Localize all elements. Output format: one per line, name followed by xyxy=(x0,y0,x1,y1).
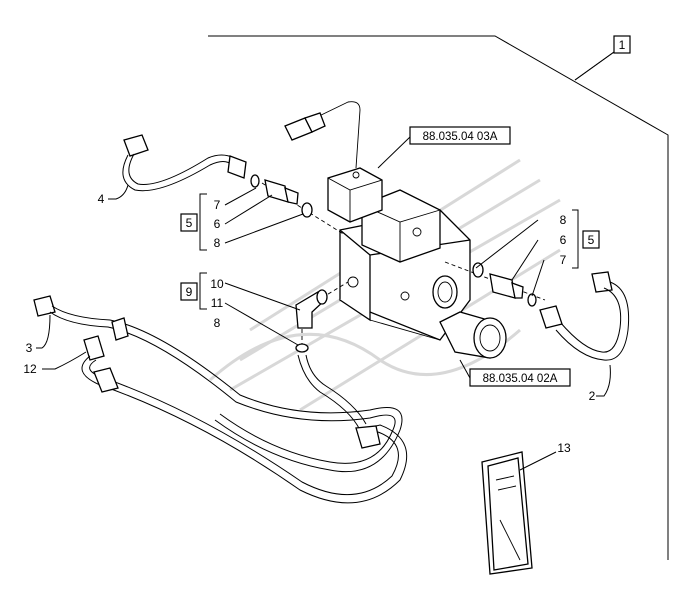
callout-9-label: 9 xyxy=(186,285,193,299)
reference-top-label[interactable]: 88.035.04 03A xyxy=(423,131,498,143)
callout-8a-label: 8 xyxy=(214,236,221,250)
right-sensor-fitting xyxy=(472,262,537,307)
callout-7b-label: 7 xyxy=(560,253,567,267)
leader-lines xyxy=(36,51,615,471)
tube-item-12 xyxy=(81,335,408,504)
callout-5a: 5 xyxy=(180,213,198,232)
reference-top[interactable]: 88.035.04 03A xyxy=(409,126,511,145)
callout-8c-label: 8 xyxy=(214,316,221,330)
reference-bottom[interactable]: 88.035.04 02A xyxy=(469,368,571,387)
tube-item-2 xyxy=(539,271,630,361)
assembly-bracket-line xyxy=(208,35,669,560)
callout-7a-label: 7 xyxy=(214,198,221,212)
reference-bottom-label[interactable]: 88.035.04 02A xyxy=(483,373,558,385)
tube-item-4 xyxy=(122,134,247,192)
callout-8b-label: 8 xyxy=(560,213,567,227)
valve-block xyxy=(327,167,507,359)
callout-1: 1 xyxy=(613,35,631,54)
callout-13-label: 13 xyxy=(557,441,571,455)
solenoid-connector xyxy=(284,101,361,169)
callout-12-label: 12 xyxy=(23,362,37,376)
elbow-fitting xyxy=(295,289,328,353)
callout-11-label: 11 xyxy=(211,296,224,310)
callout-5b: 5 xyxy=(582,230,600,249)
manual-booklet xyxy=(481,451,533,575)
callout-9: 9 xyxy=(180,282,198,301)
callout-10-label: 10 xyxy=(210,277,224,291)
callout-5b-label: 5 xyxy=(588,233,595,247)
callout-6b-label: 6 xyxy=(560,233,567,247)
tube-item-3 xyxy=(33,295,403,473)
left-sensor-fitting xyxy=(250,174,313,218)
callout-3-label: 3 xyxy=(26,341,33,355)
callout-5a-label: 5 xyxy=(186,216,193,230)
callout-2-label: 2 xyxy=(589,389,596,403)
callout-1-label: 1 xyxy=(619,38,626,52)
callout-4-label: 4 xyxy=(98,192,105,206)
callout-6a-label: 6 xyxy=(214,217,221,231)
